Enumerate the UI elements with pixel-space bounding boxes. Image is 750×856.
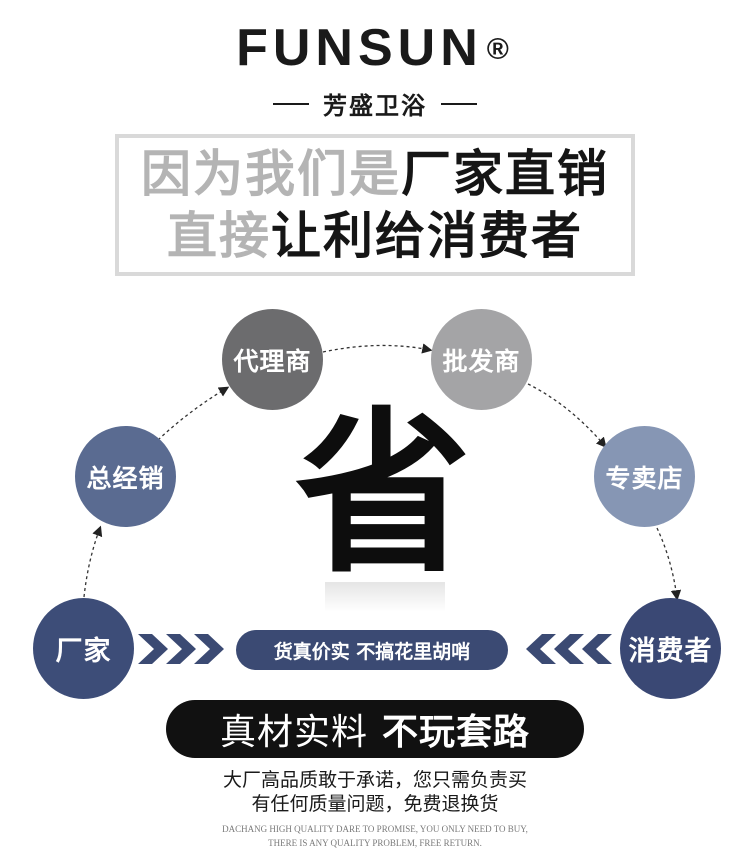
store-label: 专卖店: [605, 463, 684, 493]
wholesaler-label: 批发商: [442, 346, 521, 376]
slogan-box: 因为我们是厂家直销 直接让利给消费者: [115, 134, 635, 276]
slogan-line-2-gray: 直接: [167, 207, 271, 265]
brand-subtitle-row: 芳盛卫浴: [0, 86, 750, 121]
slogan-line-1: 因为我们是厂家直销: [141, 145, 609, 203]
english-line-1: DACHANG HIGH QUALITY DARE TO PROMISE, YO…: [222, 824, 528, 834]
wholesaler-circle: 批发商: [431, 309, 532, 410]
slogan-line-1-gray: 因为我们是: [141, 145, 401, 203]
chevron-right-icon: [194, 634, 224, 664]
chevron-right-icon: [138, 634, 168, 664]
arrow-store-to-consumer: [656, 527, 682, 601]
chevron-right-icon: [166, 634, 196, 664]
slogan-banner: 真材实料 不玩套路: [166, 700, 584, 758]
arrow-agent-to-wholesaler: [322, 343, 433, 354]
arrow-wholesaler-to-store: [527, 383, 607, 448]
agent-label: 代理商: [233, 346, 312, 376]
promise-line-2: 有任何质量问题，免费退换货: [251, 793, 499, 815]
save-character: 省: [295, 392, 472, 597]
slogan-line-1-dark: 厂家直销: [401, 145, 609, 203]
consumer-label: 消费者: [628, 636, 713, 667]
brand-name: FUNSUN: [236, 19, 483, 77]
banner-light-text: 真材实料: [219, 712, 368, 753]
slogan-line-2: 直接让利给消费者: [167, 207, 583, 265]
banner-bold-text: 不玩套路: [382, 712, 531, 753]
arrow-distributor-to-agent: [157, 386, 230, 441]
consumer-circle: 消费者: [620, 598, 721, 699]
registered-mark: ®: [486, 33, 514, 66]
arrow-factory-to-distributor: [83, 525, 103, 598]
agent-circle: 代理商: [222, 309, 323, 410]
middle-banner: 货真价实 不搞花里胡哨: [236, 630, 508, 670]
right-chevrons: [138, 634, 224, 664]
left-dash: [273, 102, 309, 105]
save-character-reflection: [325, 582, 445, 612]
english-line-2: THERE IS ANY QUALITY PROBLEM, FREE RETUR…: [268, 838, 482, 848]
right-dash: [441, 102, 477, 105]
brand-logo: FUNSUN®: [0, 20, 750, 76]
slogan-line-2-dark: 让利给消费者: [271, 207, 583, 265]
brand-header: FUNSUN® 芳盛卫浴: [0, 20, 750, 121]
factory-circle: 厂家: [33, 598, 134, 699]
store-circle: 专卖店: [594, 426, 695, 527]
chevron-left-icon: [526, 634, 556, 664]
brand-subtitle: 芳盛卫浴: [323, 92, 427, 120]
chevron-left-icon: [582, 634, 612, 664]
factory-label: 厂家: [55, 636, 112, 667]
distributor-circle: 总经销: [75, 426, 176, 527]
left-chevrons: [526, 634, 612, 664]
chevron-left-icon: [554, 634, 584, 664]
distributor-label: 总经销: [86, 463, 165, 493]
promise-line-1: 大厂高品质敢于承诺，您只需负责买: [222, 769, 527, 791]
